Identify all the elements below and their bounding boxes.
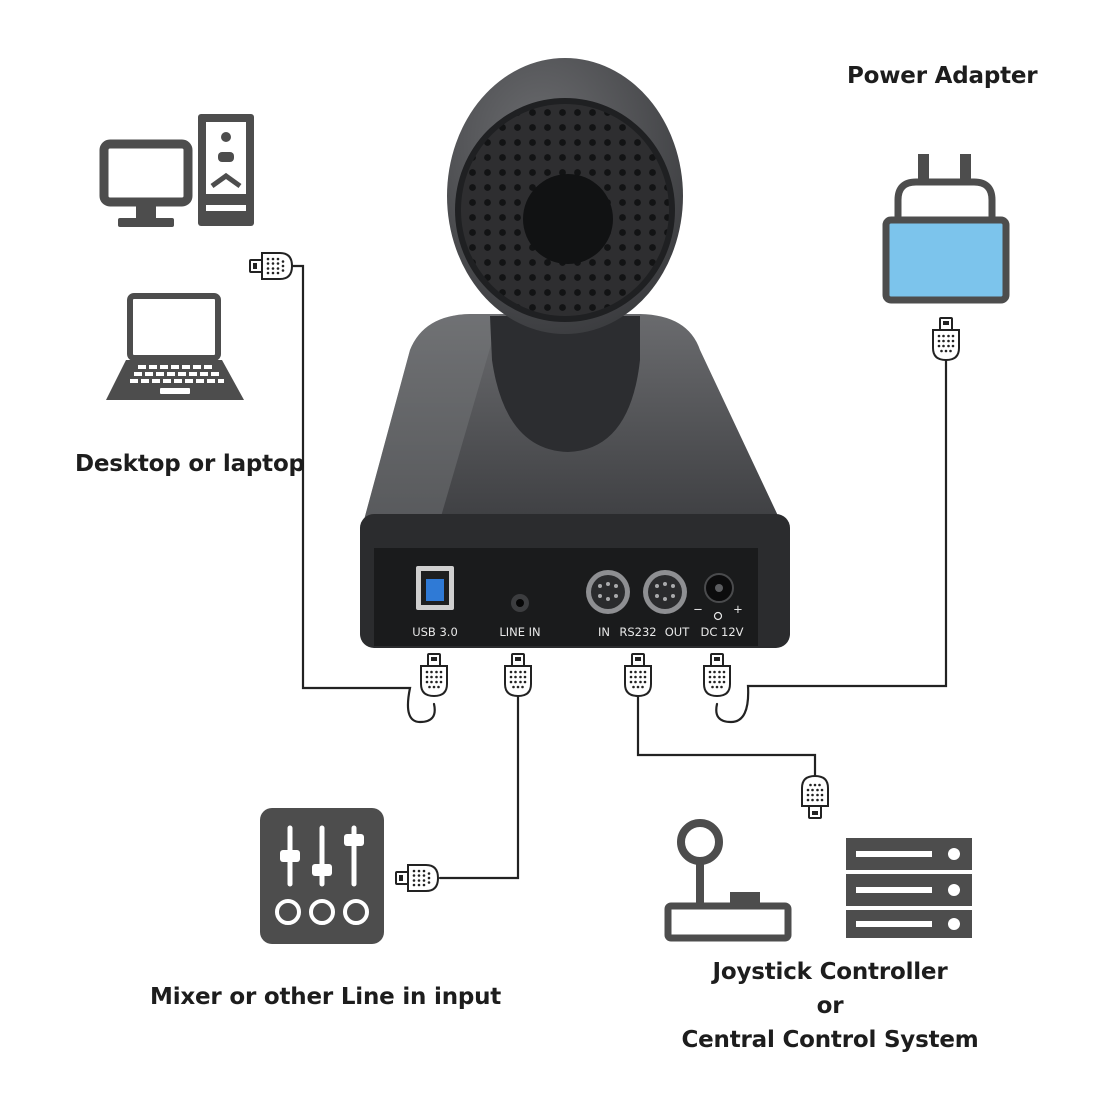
cables [288, 264, 948, 880]
port-label-dc: DC 12V [700, 625, 743, 639]
desktop-or-laptop-label: Desktop or laptop [75, 451, 305, 477]
cable-rs232 [636, 688, 817, 782]
port-label-line-in: LINE IN [499, 625, 540, 639]
camera-lens [523, 174, 613, 264]
port-label-usb: USB 3.0 [412, 625, 458, 639]
ptz-camera: USB 3.0 LINE IN IN RS232 OUT − + [360, 58, 790, 648]
cable-usb [288, 264, 436, 724]
port-label-rs232-in: IN [598, 625, 610, 639]
port-label-rs232-out: OUT [665, 625, 690, 639]
cable-dc [715, 354, 948, 724]
camera-head [447, 58, 683, 334]
rs232-in-port [586, 570, 630, 614]
desktop-computer-icon [99, 114, 254, 227]
laptop-icon [106, 293, 244, 400]
dc-12v-port: − + DC 12V [693, 573, 744, 639]
joystick-icon [664, 819, 792, 942]
camera-yoke [490, 316, 640, 452]
port-label-rs232: RS232 [619, 625, 656, 639]
power-adapter-icon [882, 154, 1010, 304]
cable-line-in [438, 688, 520, 880]
rs232-out-port [643, 570, 687, 614]
line-in-port: LINE IN [499, 594, 541, 639]
mixer-label: Mixer or other Line in input [150, 984, 502, 1010]
control-label-line3: Central Control System [681, 1027, 979, 1053]
control-label-line2: or [816, 993, 844, 1019]
usb-3-port: USB 3.0 [412, 566, 458, 639]
control-label-line1: Joystick Controller [712, 959, 948, 985]
port-label-dc-plus: + [733, 602, 743, 616]
server-rack-icon [846, 838, 972, 938]
power-adapter-label: Power Adapter [847, 63, 1038, 89]
audio-mixer-icon [260, 808, 384, 944]
port-label-dc-minus: − [693, 602, 703, 616]
